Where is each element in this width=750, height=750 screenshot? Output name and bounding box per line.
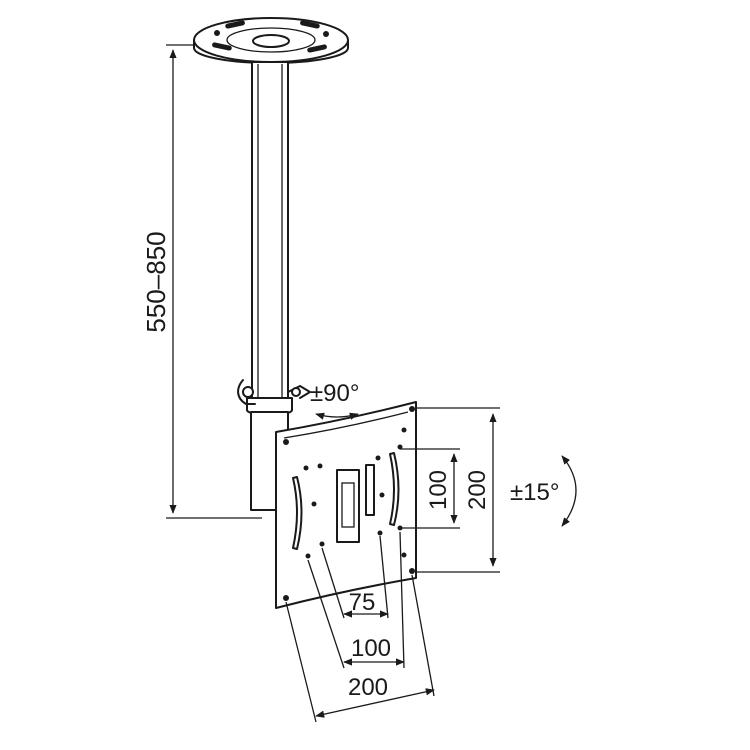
vesa-width-dimensions: 75 100 200 xyxy=(285,531,435,723)
vesa-width-inner-2-label: 100 xyxy=(351,635,391,662)
vesa-width-inner-1-label: 75 xyxy=(349,589,376,616)
ceiling-plate xyxy=(193,17,349,64)
pole-length-dimension: 550–850 xyxy=(141,44,262,519)
vesa-height-dimensions: 200 100 xyxy=(400,407,500,573)
tilt-label: ±15° xyxy=(510,479,559,506)
swivel-label: ±90° xyxy=(310,380,359,407)
vesa-plate xyxy=(275,401,417,609)
vesa-holes xyxy=(283,406,415,601)
vesa-height-outer-label: 200 xyxy=(464,470,491,510)
vesa-height-inner-label: 100 xyxy=(425,470,452,510)
vesa-width-outer-label: 200 xyxy=(348,674,388,701)
ceiling-plate-slots xyxy=(212,20,329,53)
pole-length-label: 550–850 xyxy=(141,231,171,332)
telescopic-pole xyxy=(237,61,311,511)
tilt-indicator: ±15° xyxy=(510,455,577,527)
swivel-indicator: ±90° xyxy=(310,380,359,420)
